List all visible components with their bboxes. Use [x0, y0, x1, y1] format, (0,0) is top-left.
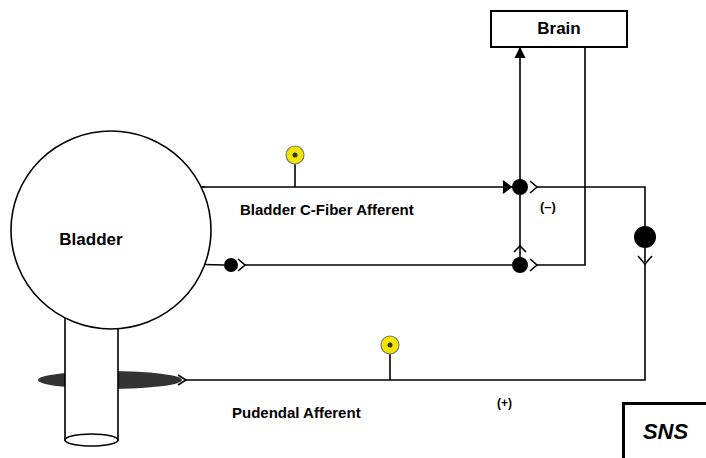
synapse-terminal	[638, 256, 652, 264]
bladder-circle	[11, 131, 211, 329]
sign-label: (–)	[540, 199, 556, 214]
interneuron-dot	[634, 226, 656, 248]
sns-box: SNS	[622, 402, 706, 458]
efferent-line	[245, 264, 512, 266]
pudendal-line	[186, 264, 645, 380]
ganglion-dot	[224, 258, 238, 272]
ganglion-stem	[389, 354, 391, 380]
interneuron-line	[519, 195, 521, 257]
synapse-terminal	[514, 246, 526, 252]
sign-label: (+)	[497, 396, 512, 410]
urethra-end	[65, 434, 118, 446]
descending-line	[537, 48, 585, 265]
synapse-terminal	[238, 259, 245, 271]
brain-box: Brain	[490, 10, 628, 48]
pudendal-terminal	[178, 375, 186, 385]
node-text: Brain	[537, 19, 580, 39]
inhibitory-line	[537, 187, 645, 226]
synapse-terminal	[530, 181, 537, 193]
synapse-terminal	[530, 259, 537, 271]
bladder-organ: Bladder	[10, 130, 212, 330]
synapse-dot	[512, 257, 528, 273]
ganglion-core	[388, 343, 393, 348]
afferent-connector	[202, 48, 520, 187]
ganglion	[286, 146, 304, 164]
ganglion-core	[293, 153, 298, 158]
pathway-name: Pudendal Afferent	[232, 404, 361, 421]
interneuron-line	[644, 248, 646, 262]
ganglion	[381, 336, 399, 354]
node-text: Bladder	[59, 230, 122, 250]
ganglion-stem	[294, 164, 296, 187]
pathway-name: Bladder C-Fiber Afferent	[240, 201, 414, 218]
node-text: SNS	[643, 419, 688, 445]
